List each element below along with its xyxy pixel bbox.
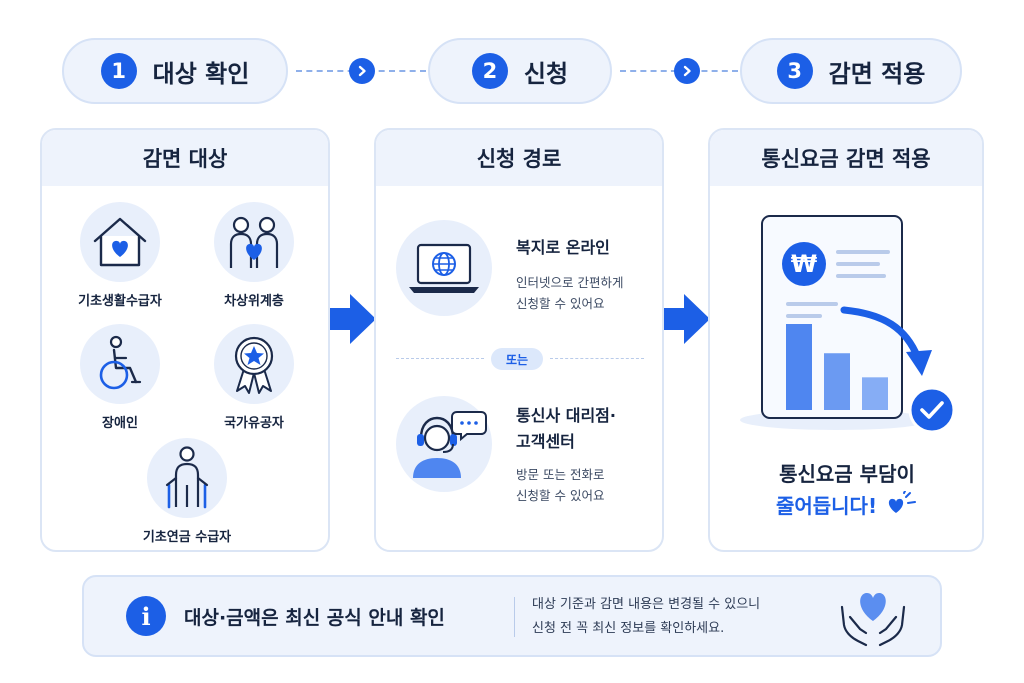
step-label: 신청 [523,59,569,88]
step-1: 1 대상 확인 [62,38,288,104]
laptop-globe-icon [396,220,492,316]
house-heart-icon [80,202,160,282]
bill-bar [824,353,850,410]
eligibility-label: 차상위계층 [224,294,284,309]
wheelchair-icon [80,324,160,404]
step-3: 3 감면 적용 [740,38,962,104]
step-label: 감면 적용 [828,59,926,88]
card-title: 감면 대상 [42,130,328,186]
step-label: 대상 확인 [152,59,250,88]
bill-decrease-icon: ₩ [740,215,956,434]
or-badge: 또는 [491,348,543,370]
step-2: 2 신청 [428,38,612,104]
headset-agent-icon [396,396,492,492]
chevron-right-icon [349,58,375,84]
divider [550,358,644,359]
notice-description: 대상 기준과 감면 내용은 변경될 수 있으니 신청 전 꼭 최신 정보를 확인… [532,593,760,641]
step-number: 1 [100,53,137,89]
card-title: 통신요금 감면 적용 [710,130,982,186]
bill-bar [862,377,888,410]
result-text-line2: 줄어듭니다! [710,490,982,519]
eligibility-label: 기초생활수급자 [78,294,162,309]
notice-desc-line1: 대상 기준과 감면 내용은 변경될 수 있으니 [532,597,761,612]
step-number: 2 [471,53,508,89]
eligibility-item: 장애인 [55,324,185,431]
divider [514,597,515,637]
offline-route-desc-line2: 신청할 수 있어요 [516,488,605,503]
eligibility-item: 기초생활수급자 [55,202,185,309]
result-text-line1: 통신요금 부담이 [779,462,915,486]
card-title: 신청 경로 [376,130,662,186]
family-heart-icon [214,202,294,282]
elderly-icon [147,438,227,518]
currency-symbol: ₩ [791,250,818,278]
arrow-right-icon [330,294,376,344]
result-text: 줄어듭니다! [775,494,878,518]
bill-bar [786,324,812,410]
eligibility-label: 기초연금 수급자 [142,530,232,545]
online-route-desc-line1: 인터넷으로 간편하게 [516,275,624,290]
application-routes-card: 신청 경로 복지로 온라인 인터넷으로 간편하게 신청할 수 있어요 또는 통신… [374,128,664,552]
heart-sparkle-icon [888,490,917,513]
eligibility-card: 감면 대상 기초생활수급자 차상위계층 [40,128,330,552]
divider [396,358,484,359]
online-route-title: 복지로 온라인 [516,238,610,257]
notice-desc-line2: 신청 전 꼭 최신 정보를 확인하세요. [532,621,725,636]
notice-banner: i 대상·금액은 최신 공식 안내 확인 대상 기준과 감면 내용은 변경될 수… [82,575,942,657]
eligibility-item: 차상위계층 [189,202,319,309]
info-icon: i [126,596,166,636]
offline-route-title-line1: 통신사 대리점· [516,406,616,425]
discount-applied-card: 통신요금 감면 적용 ₩ 통신요금 부담이 줄어듭니다! [708,128,984,552]
eligibility-item: 국가유공자 [189,324,319,431]
online-route-desc-line2: 신청할 수 있어요 [516,296,605,311]
step-number: 3 [776,53,813,89]
hands-heart-icon [840,593,906,647]
medal-icon [214,324,294,404]
arrow-right-icon [664,294,710,344]
eligibility-item: 기초연금 수급자 [122,438,252,545]
offline-route-title-line2: 고객센터 [516,432,575,451]
notice-title: 대상·금액은 최신 공식 안내 확인 [184,607,445,629]
eligibility-label: 국가유공자 [224,416,284,431]
eligibility-label: 장애인 [102,416,138,431]
chevron-right-icon [674,58,700,84]
offline-route-desc-line1: 방문 또는 전화로 [516,467,605,482]
